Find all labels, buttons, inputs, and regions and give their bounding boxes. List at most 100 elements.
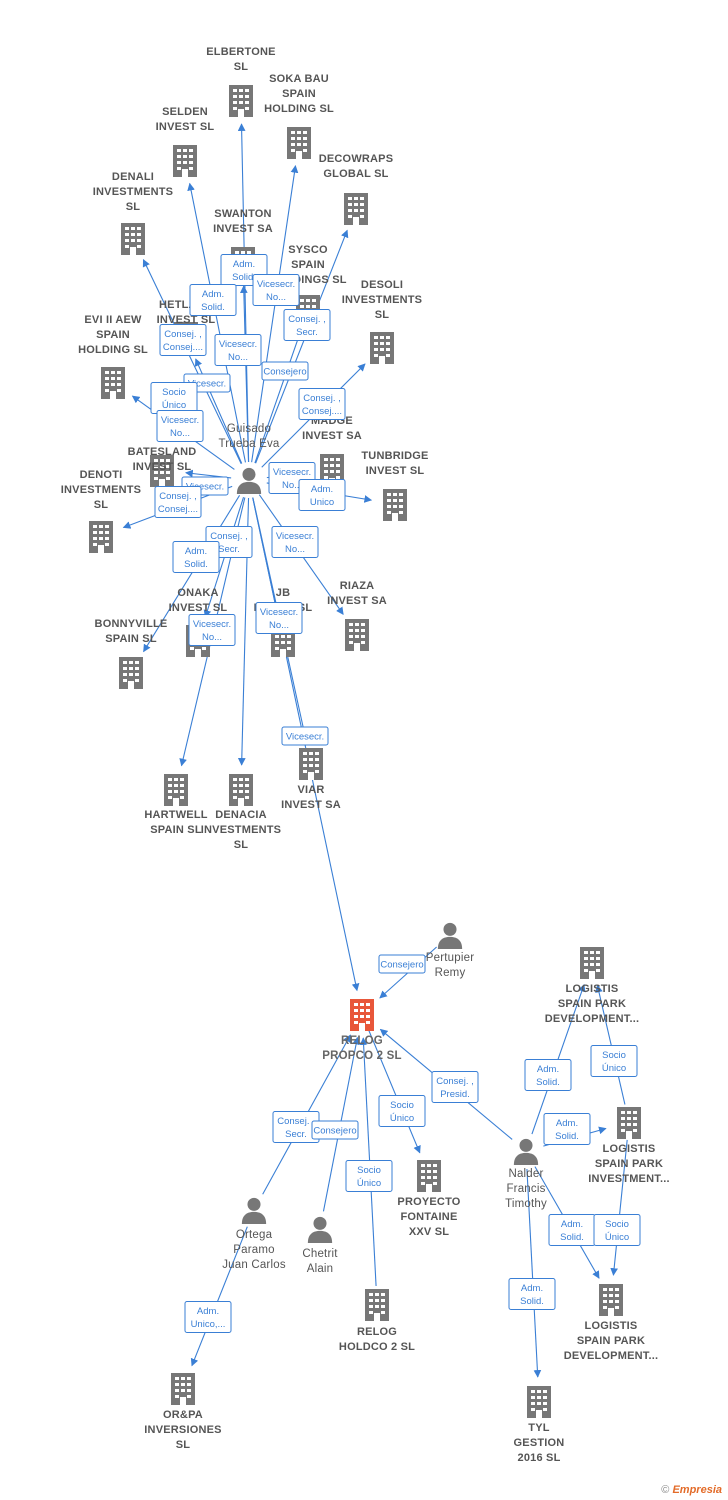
building-icon: [164, 774, 188, 806]
edge-role-label[interactable]: Consej. ,Consej....: [159, 324, 207, 356]
node-label-line: Timothy: [505, 1198, 547, 1210]
edge-role-text: Vicesecr.: [273, 467, 311, 478]
edge-role-label[interactable]: Adm.Solid.: [508, 1278, 556, 1310]
footer-brand[interactable]: © Empresia: [661, 1484, 722, 1496]
node-label-line: SL: [94, 499, 109, 511]
edge-role-label[interactable]: Consej. ,Presid.: [431, 1071, 479, 1103]
node-label-line: Nalder: [508, 1168, 543, 1180]
relation-edge-guisado-selden: [187, 182, 247, 463]
edge-role-label[interactable]: Vicesecr.No...: [188, 614, 236, 646]
edge-role-label[interactable]: Vicesecr.No...: [156, 410, 204, 442]
edge-role-text: Socio: [162, 387, 186, 398]
edge-role-label[interactable]: Consej. ,Secr.: [272, 1111, 320, 1143]
node-label-line: INVEST SL: [366, 465, 425, 477]
edge-role-label[interactable]: Adm.Solid.: [548, 1214, 596, 1246]
person-icon: [513, 1138, 539, 1165]
edge-role-label[interactable]: Adm.Solid.: [524, 1059, 572, 1091]
edge-role-label[interactable]: Adm.Solid.: [543, 1113, 591, 1145]
node-label-line: ONAKA: [177, 587, 218, 599]
edge-role-label[interactable]: Consejero: [378, 954, 426, 974]
edge-role-label[interactable]: Adm.Unico,...: [184, 1301, 232, 1333]
edge-labels-layer: Adm.Solid.Vicesecr.No...Adm.Solid.Consej…: [150, 254, 641, 1333]
node-label-line: SPAIN: [96, 329, 130, 341]
node-label-line: Pertupier: [426, 952, 474, 964]
edge-role-label[interactable]: Vicesecr.: [281, 726, 329, 746]
edge-role-text: Adm.: [537, 1064, 559, 1075]
edge-role-label[interactable]: Adm.Unico: [298, 479, 346, 511]
copyright-symbol: ©: [661, 1484, 670, 1496]
edge-role-label[interactable]: Vicesecr.No...: [252, 274, 300, 306]
node-label-line: INVERSIONES: [144, 1424, 221, 1436]
edge-role-label[interactable]: Consejero: [261, 361, 309, 381]
edge-role-label[interactable]: Adm.Solid.: [172, 541, 220, 573]
node-label-line: INVEST SA: [302, 430, 362, 442]
edge-role-label[interactable]: Vicesecr.No...: [271, 526, 319, 558]
node-label-line: DEVELOPMENT...: [564, 1350, 658, 1362]
edge-role-label[interactable]: Vicesecr.No...: [255, 602, 303, 634]
edge-role-label[interactable]: Consej. ,Secr.: [283, 309, 331, 341]
edge-role-label[interactable]: Adm.Solid.: [189, 284, 237, 316]
edge-role-text: Unico,...: [191, 1319, 226, 1330]
edge-role-text: Único: [162, 400, 186, 411]
edge-role-box: [281, 726, 329, 746]
relation-edge-relog-fontaine: [368, 1030, 421, 1154]
edge-role-label[interactable]: Consej. ,Consej....: [298, 388, 346, 420]
node-label-line: DENALI: [112, 171, 154, 183]
brand-name: Empresia: [672, 1484, 722, 1496]
node-label-line: SELDEN: [162, 106, 208, 118]
node-label-line: INVEST SA: [327, 595, 387, 607]
relation-edge-loginv-logdev2: [610, 1139, 628, 1276]
edge-role-label[interactable]: Consej. ,Consej....: [154, 486, 202, 518]
edge-role-text: No...: [285, 544, 305, 555]
edge-role-label[interactable]: Vicesecr.No...: [214, 334, 262, 366]
node-label-line: SL: [126, 201, 141, 213]
building-icon: [101, 367, 125, 399]
edge-role-label[interactable]: Consejero: [311, 1120, 359, 1140]
